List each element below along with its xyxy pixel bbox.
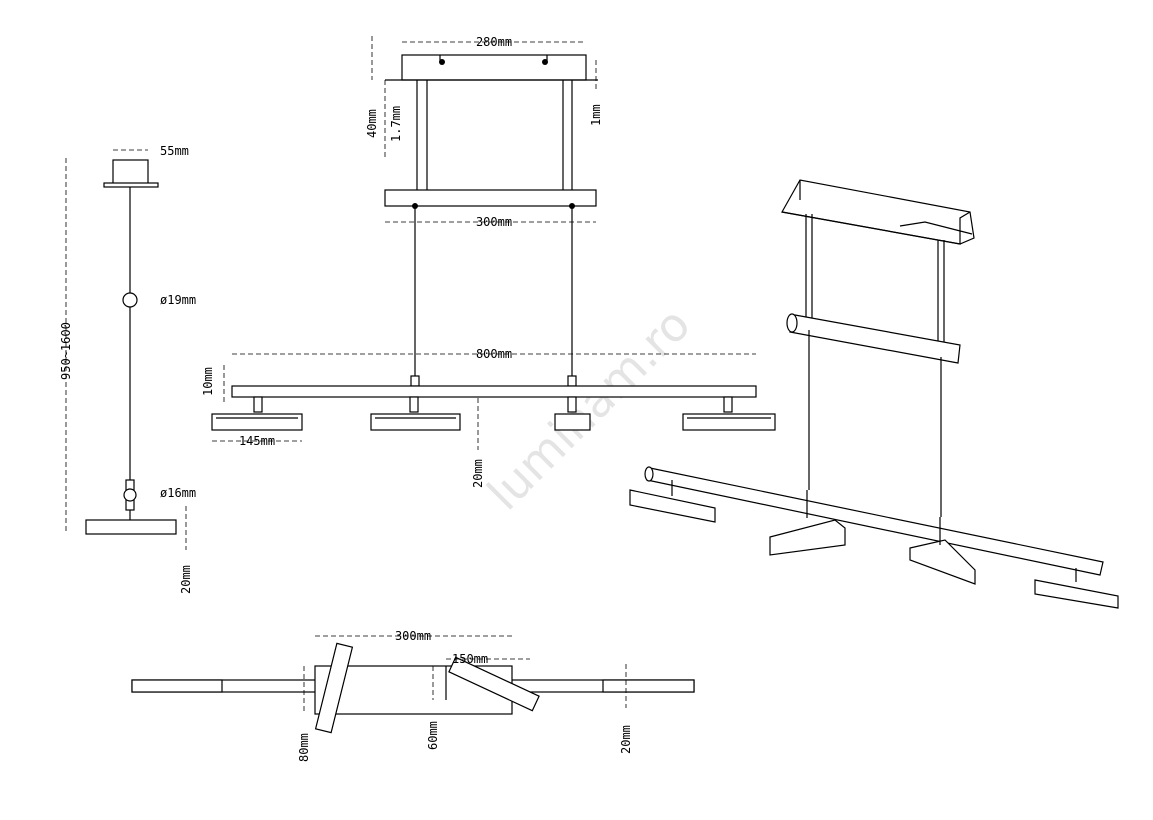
dim-canopy-height: 40mm [365,109,379,138]
dim-plate-thickness: 1mm [589,104,603,126]
canopy [401,54,587,81]
dim-top-offset: 150mm [452,652,488,666]
rods [416,80,573,190]
bracket [384,189,597,207]
dim-head-height: 20mm [471,459,485,488]
dim-head-length: 145mm [239,434,275,448]
isometric-view [629,179,1119,609]
dim-bar-length: 800mm [476,347,512,361]
dim-side-canopy: 55mm [160,144,189,158]
dim-side-head: 20mm [179,565,193,594]
dim-top-width-outer: 80mm [297,733,311,762]
dim-bar-height: 10mm [201,367,215,396]
dim-rod-diameter: 1.7mm [389,106,403,142]
lamp-heads [211,396,776,431]
main-bar [231,385,757,398]
front-view: 280mm 40mm 1.7mm 1mm 300mm 800mm 10mm 14… [201,35,776,488]
top-view: 300mm 150mm 80mm 60mm 20mm [131,629,695,762]
dim-top-head-width: 20mm [619,725,633,754]
dim-upper-ball: ø19mm [160,293,196,307]
watermark: luminam.ro [477,297,701,521]
dim-top-canopy: 300mm [395,629,431,643]
dim-top-width-inner: 60mm [426,721,440,750]
dim-lower-ball: ø16mm [160,486,196,500]
dim-total-height: 950~1600 [59,322,73,380]
side-view: 55mm 950~1600 ø19mm ø16mm 20mm [59,144,196,594]
dim-bracket-width: 300mm [476,215,512,229]
suspension-wires [414,206,573,378]
dim-canopy-width: 280mm [476,35,512,49]
